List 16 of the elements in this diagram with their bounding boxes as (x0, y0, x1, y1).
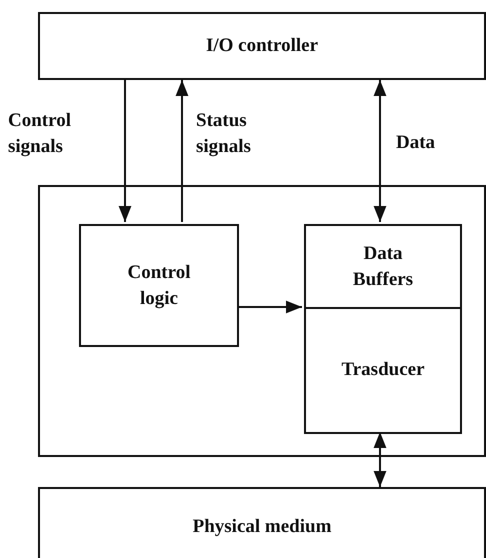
arrow (118, 80, 132, 222)
process-box (304, 224, 462, 309)
box-label: Control logic (126, 260, 192, 310)
arrow (374, 80, 386, 222)
process-box (38, 12, 486, 80)
box-label: Data Buffers (352, 242, 414, 292)
process-box (304, 307, 462, 434)
process-box (38, 487, 486, 558)
process-box (79, 224, 239, 347)
box-label: I/O controller (206, 34, 318, 58)
device-box (38, 185, 486, 457)
arrow (237, 300, 302, 314)
arrow (176, 80, 188, 222)
box-label: Trasducer (341, 358, 425, 382)
arrow (374, 432, 386, 487)
box-label: Physical medium (192, 515, 332, 540)
